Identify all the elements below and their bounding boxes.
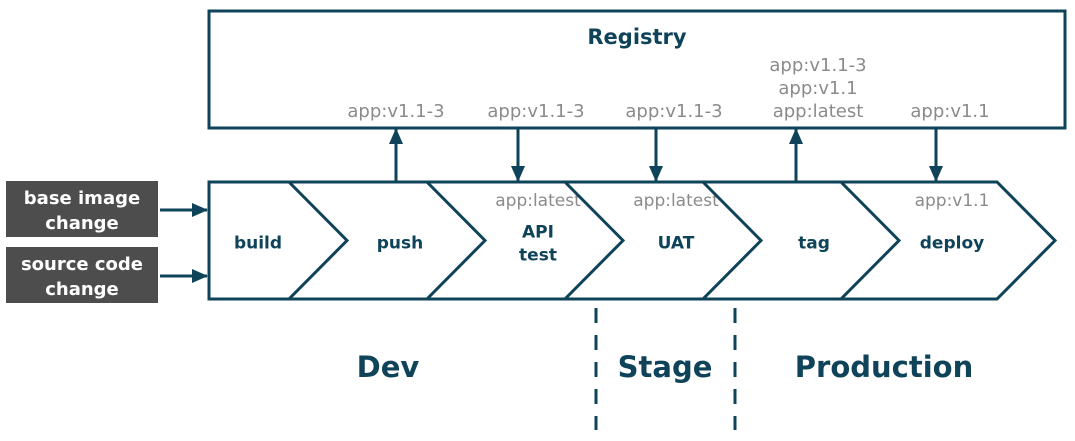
stage-uat-label: UAT xyxy=(658,234,695,254)
registry-link-uat: app:v1.1-3 xyxy=(625,101,723,182)
stage-deploy-label: deploy xyxy=(920,234,984,254)
registry-link-deploy-tag: app:v1.1 xyxy=(910,101,989,122)
trigger-base-image-change-label: base image xyxy=(24,188,140,209)
stage-deploy-shape xyxy=(837,180,1058,301)
registry-link-tag-tag: app:latest xyxy=(773,101,864,122)
trigger-base-image-change: base image change xyxy=(6,181,208,237)
trigger-base-image-change-box xyxy=(6,181,158,237)
registry-link-deploy: app:v1.1 xyxy=(910,101,990,182)
trigger-source-code-change-box xyxy=(6,247,158,303)
registry-link-uat-tag: app:v1.1-3 xyxy=(625,101,722,122)
trigger-source-code-change-label: source code xyxy=(21,254,143,275)
stage-uat-tag: app:latest xyxy=(633,191,719,211)
pipeline-triggers: base image change source code change xyxy=(6,181,208,303)
environment-label-production: Production xyxy=(795,350,973,384)
trigger-source-code-change-label: change xyxy=(45,279,119,300)
registry-link-push-tag: app:v1.1-3 xyxy=(347,101,444,122)
registry-box xyxy=(207,9,1067,130)
trigger-base-image-change-label: change xyxy=(45,213,119,234)
trigger-source-code-change: source code change xyxy=(6,247,208,303)
stage-api-test-label: test xyxy=(519,246,557,266)
registry-link-api-test: app:v1.1-3 xyxy=(487,101,585,182)
registry-title: Registry xyxy=(587,25,687,49)
stage-push-label: push xyxy=(377,234,424,254)
stage-build-label: build xyxy=(234,234,282,254)
registry-link-api-test-tag: app:v1.1-3 xyxy=(487,101,584,122)
stage-deploy: app:v1.1 deploy xyxy=(837,180,1058,301)
environment-label-dev: Dev xyxy=(357,350,420,384)
environment-label-stage: Stage xyxy=(618,350,713,384)
stage-deploy-tag: app:v1.1 xyxy=(915,191,990,211)
stage-tag-label: tag xyxy=(798,234,830,254)
stage-api-test-label: API xyxy=(522,223,554,243)
registry-link-push: app:v1.1-3 xyxy=(347,101,445,182)
registry-link-tag-tag: app:v1.1-3 xyxy=(769,55,866,76)
stage-api-test-tag: app:latest xyxy=(495,191,581,211)
registry-link-tag-tag: app:v1.1 xyxy=(778,78,857,99)
